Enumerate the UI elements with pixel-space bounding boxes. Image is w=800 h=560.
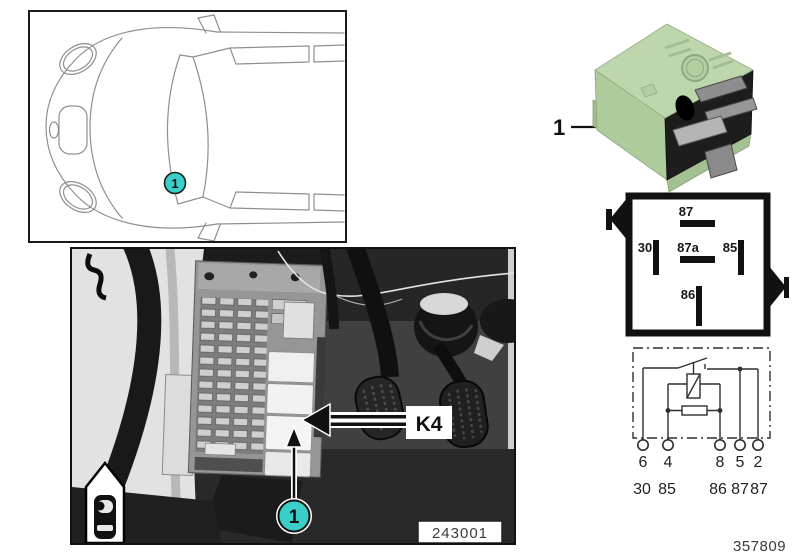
relay-slot (266, 382, 314, 416)
terminal-number: 4 (664, 454, 673, 471)
item-marker-car: 1 (163, 171, 187, 195)
relay-pin (704, 143, 738, 179)
pin-label-87: 87 (679, 204, 693, 219)
terminal-name: 85 (658, 481, 676, 498)
brand-roundel (681, 54, 709, 82)
headlight-bottom (59, 180, 97, 214)
schematic-border (632, 347, 771, 439)
terminal-circle (734, 439, 747, 452)
relay-illustration: 1 (553, 23, 758, 193)
terminal-number: 6 (639, 454, 648, 471)
pin-slot-85 (738, 240, 744, 275)
terminal-circle (661, 439, 674, 452)
terminal-circle (752, 439, 765, 452)
coiled-wire (85, 253, 107, 301)
location-photo-panel: K4 1 243001 (70, 247, 516, 545)
terminal-circle (714, 439, 727, 452)
k4-callout: K4 (300, 402, 452, 439)
item-marker-photo-label: 1 (289, 507, 300, 528)
terminal-circle (636, 439, 649, 452)
item-marker-photo: 1 (276, 424, 312, 534)
terminal-number: 2 (754, 454, 763, 471)
k4-label: K4 (416, 413, 443, 436)
pin-label-85: 85 (723, 240, 737, 255)
relay-slot (263, 450, 312, 478)
car-top-view-drawing: 1 (45, 14, 345, 241)
image-ref-plate: 243001 (417, 520, 503, 543)
item-marker-car-label: 1 (171, 176, 178, 191)
grille (58, 105, 88, 155)
pin-slot-87a (680, 256, 715, 263)
keying-tab-left (610, 200, 626, 238)
fuse-grid (195, 296, 269, 455)
pin-slot-87 (680, 220, 715, 227)
headlight-top (59, 42, 97, 76)
relay-pin (672, 115, 728, 147)
terminal-number: 8 (716, 454, 725, 471)
door-seal (94, 249, 162, 513)
car-location-panel: 1 (28, 10, 347, 243)
pin-slot-30 (653, 240, 659, 275)
keying-tab-right (770, 268, 786, 306)
footwell-photo: K4 1 243001 (72, 249, 514, 543)
terminal-name: 86 (709, 481, 727, 498)
relay-item-number: 1 (553, 115, 565, 140)
terminal-name: 87 (731, 481, 749, 498)
terminal-name: 30 (633, 481, 651, 498)
marker-arrowhead (284, 424, 304, 448)
diagram-reference-number: 357809 (733, 538, 787, 555)
pin-layout-diagram: 87 30 87a 85 86 (606, 192, 789, 337)
image-ref-label: 243001 (432, 525, 488, 542)
k4-arrowhead (300, 402, 331, 438)
terminal-name: 87 (750, 481, 768, 498)
pin-label-86: 86 (681, 287, 695, 302)
fuse-box (187, 260, 329, 478)
pin-label-87a: 87a (677, 240, 699, 255)
relay-slot (267, 350, 316, 384)
relay-pin (694, 75, 748, 103)
relay-body (592, 23, 758, 193)
car-position-icon (84, 460, 126, 543)
pin-label-30: 30 (638, 240, 652, 255)
pin-slot-86 (696, 286, 702, 326)
relay-schematic: 6 4 8 5 2 30 85 86 87 87 (632, 347, 771, 498)
harness-wire (277, 250, 514, 297)
terminal-number: 5 (736, 454, 745, 471)
